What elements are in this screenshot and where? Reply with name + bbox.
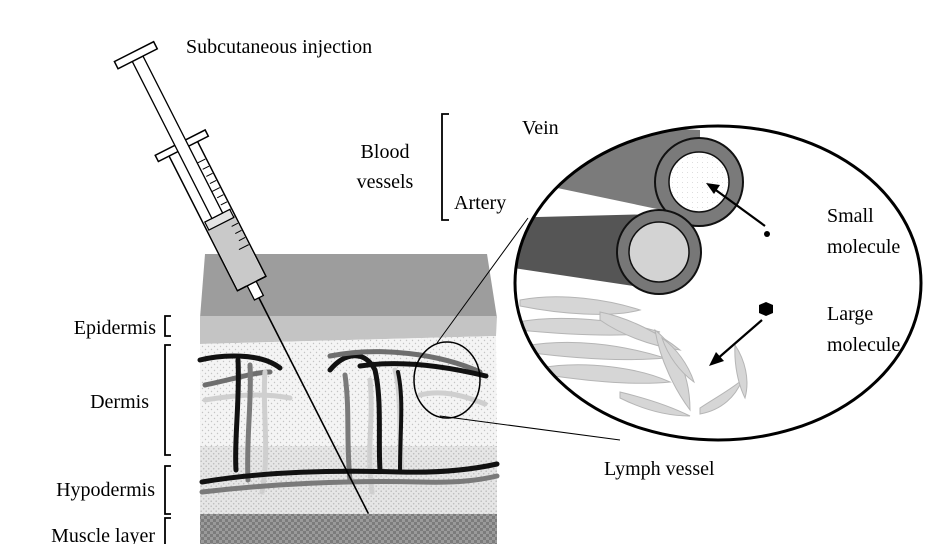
skin-block	[200, 254, 497, 544]
lymph-vessel-label: Lymph vessel	[604, 458, 715, 480]
magnified-view	[500, 120, 921, 440]
muscle-layer	[200, 514, 497, 544]
small-molecule-dot	[764, 231, 770, 237]
vein-vessel	[236, 360, 239, 470]
diagram-title: Subcutaneous injection	[186, 36, 372, 58]
artery-vessel	[248, 365, 251, 480]
epidermis-bracket	[165, 316, 171, 336]
hypodermis-label: Hypodermis	[56, 479, 155, 501]
blood-vessels-label-line2: vessels	[357, 171, 414, 193]
large-molecule-label-line1: Large	[827, 303, 873, 325]
blood-vessels-bracket	[442, 114, 449, 220]
hypodermis-bracket	[165, 466, 171, 514]
lymph-vessel-strand	[370, 380, 372, 492]
large-molecule-label-line2: molecule	[827, 334, 900, 356]
vein-label: Vein	[522, 117, 559, 139]
muscle-bracket	[165, 518, 171, 544]
small-molecule-label-line2: molecule	[827, 236, 900, 258]
epidermis-label: Epidermis	[74, 317, 156, 339]
muscle-layer-label: Muscle layer	[51, 525, 155, 544]
artery-label: Artery	[454, 192, 506, 214]
blood-vessels-label-line1: Blood	[361, 141, 410, 163]
dermis-label: Dermis	[90, 391, 149, 413]
dermis-bracket	[165, 345, 171, 455]
small-molecule-label-line1: Small	[827, 205, 874, 227]
syringe-plunger-rod	[132, 56, 222, 218]
